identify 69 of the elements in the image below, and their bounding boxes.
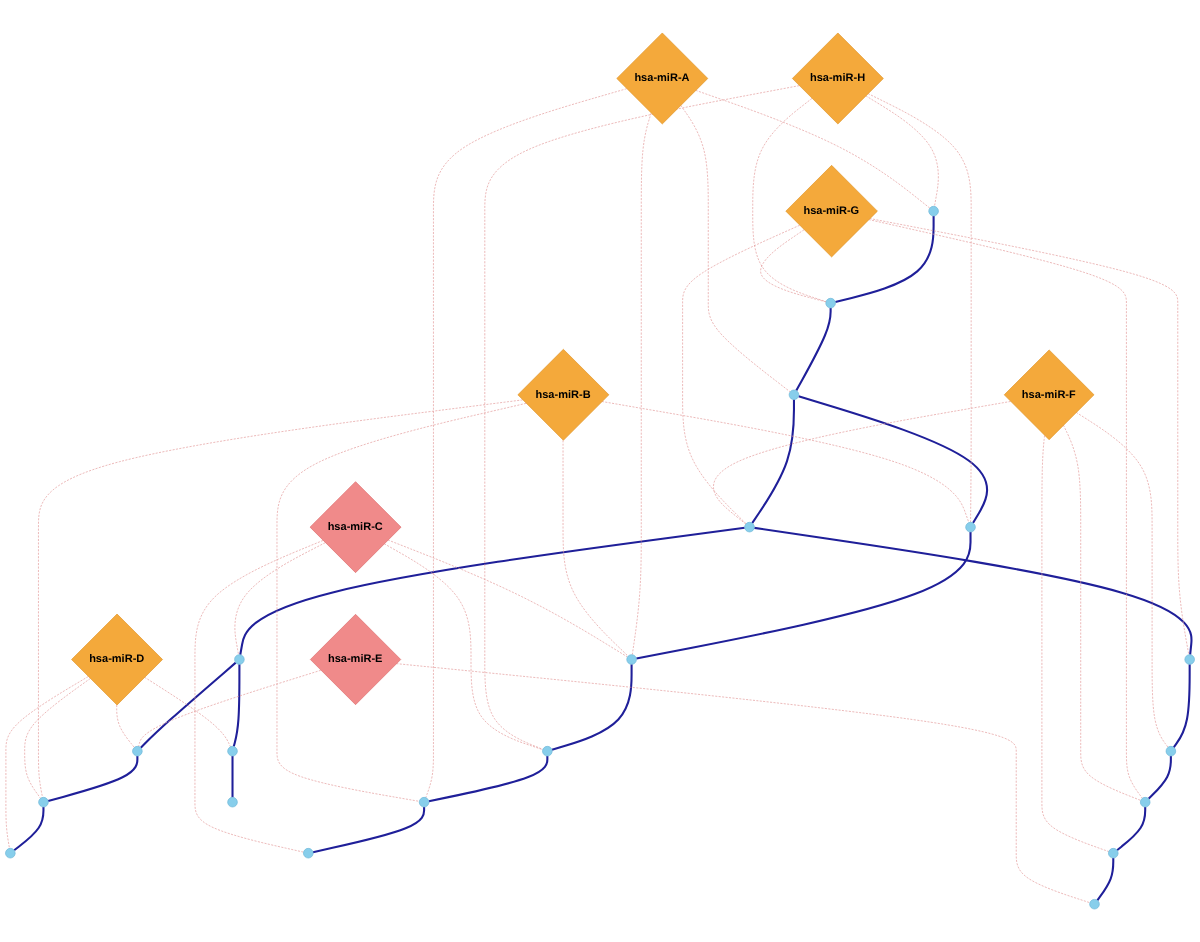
connector	[24, 678, 91, 799]
node-circle	[542, 746, 553, 757]
connector	[38, 399, 523, 798]
connector	[562, 439, 629, 657]
connector	[239, 526, 745, 655]
node-circle	[825, 297, 836, 309]
connector	[754, 526, 1193, 655]
connector	[867, 93, 972, 523]
connector	[1063, 424, 1142, 801]
connector	[387, 539, 628, 658]
node-circle	[132, 746, 143, 757]
connector	[798, 395, 989, 524]
connector	[383, 543, 544, 750]
connector	[751, 399, 795, 524]
connector	[601, 401, 970, 523]
connector	[395, 663, 1091, 904]
connector	[1147, 756, 1172, 800]
connector	[869, 218, 1190, 656]
connector	[631, 112, 652, 656]
node-circle	[1089, 899, 1100, 910]
node-circle	[965, 521, 976, 533]
connector	[865, 95, 939, 207]
connector	[752, 98, 827, 302]
connector	[835, 215, 935, 303]
connector	[795, 307, 832, 392]
connector	[13, 807, 45, 852]
node-circle	[227, 746, 238, 757]
connector	[551, 664, 633, 751]
node-circle	[418, 797, 430, 808]
connector	[234, 542, 326, 656]
connector	[232, 664, 241, 747]
node-circle	[38, 797, 49, 808]
connector	[116, 704, 135, 748]
connector	[425, 88, 627, 798]
connector	[680, 104, 791, 393]
connector	[276, 403, 527, 802]
node-circle	[788, 389, 800, 400]
connector	[5, 676, 89, 849]
node-circle	[227, 797, 238, 808]
connector	[484, 85, 800, 750]
node-circle	[303, 848, 314, 859]
connector	[312, 807, 426, 854]
node-circle	[5, 848, 16, 859]
connector	[1075, 411, 1169, 748]
connector	[1096, 858, 1115, 901]
connector	[428, 756, 549, 803]
connector	[695, 89, 931, 209]
node-circle	[744, 521, 755, 533]
node-circle	[928, 205, 939, 217]
connector	[1116, 807, 1147, 851]
connector	[760, 229, 827, 303]
node-circle	[1140, 797, 1151, 808]
connector	[231, 756, 234, 798]
node-circle	[1165, 746, 1177, 757]
connector	[1041, 435, 1110, 852]
node-circle	[1108, 848, 1119, 859]
connector	[636, 531, 972, 660]
connector	[140, 661, 237, 749]
connector	[138, 669, 322, 747]
connector	[713, 401, 1011, 525]
connector	[47, 756, 139, 802]
connector	[1172, 664, 1191, 748]
connector	[144, 676, 231, 748]
connector	[194, 540, 324, 853]
node-circle	[234, 654, 245, 665]
connector	[868, 219, 1143, 799]
connector	[682, 224, 800, 525]
node-circle	[626, 654, 637, 665]
node-circle	[1184, 654, 1195, 665]
